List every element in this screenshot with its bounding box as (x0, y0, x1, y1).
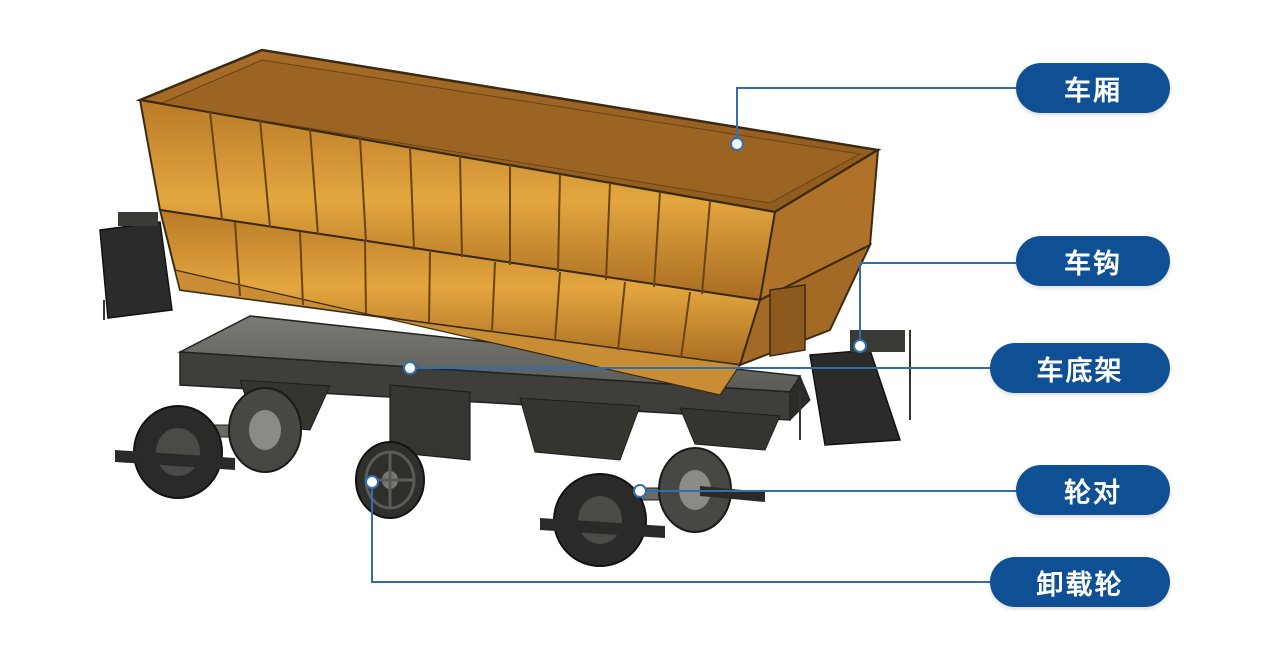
leader-line-dump-wheel (371, 482, 990, 583)
anchor-dots (365, 137, 867, 498)
leader-line-coupler (859, 262, 1016, 346)
anchor-dot-underframe (403, 361, 417, 375)
car-body-shape (135, 48, 882, 396)
label-underframe: 车底架 (990, 343, 1170, 393)
label-wheelset: 轮对 (1016, 465, 1170, 515)
anchor-dot-coupler (853, 339, 867, 353)
leader-lines (371, 87, 1016, 583)
label-car-body: 车厢 (1016, 63, 1170, 113)
label-dump-wheel: 卸载轮 (990, 557, 1170, 607)
label-coupler: 车钩 (1016, 236, 1170, 286)
anchor-dot-wheelset (633, 484, 647, 498)
anchor-dot-dump-wheel (365, 475, 379, 489)
wheelset-shapes (115, 387, 765, 567)
coupler-shapes (99, 212, 911, 446)
anchor-dot-car-body (730, 137, 744, 151)
leader-line-car-body (736, 87, 1016, 144)
